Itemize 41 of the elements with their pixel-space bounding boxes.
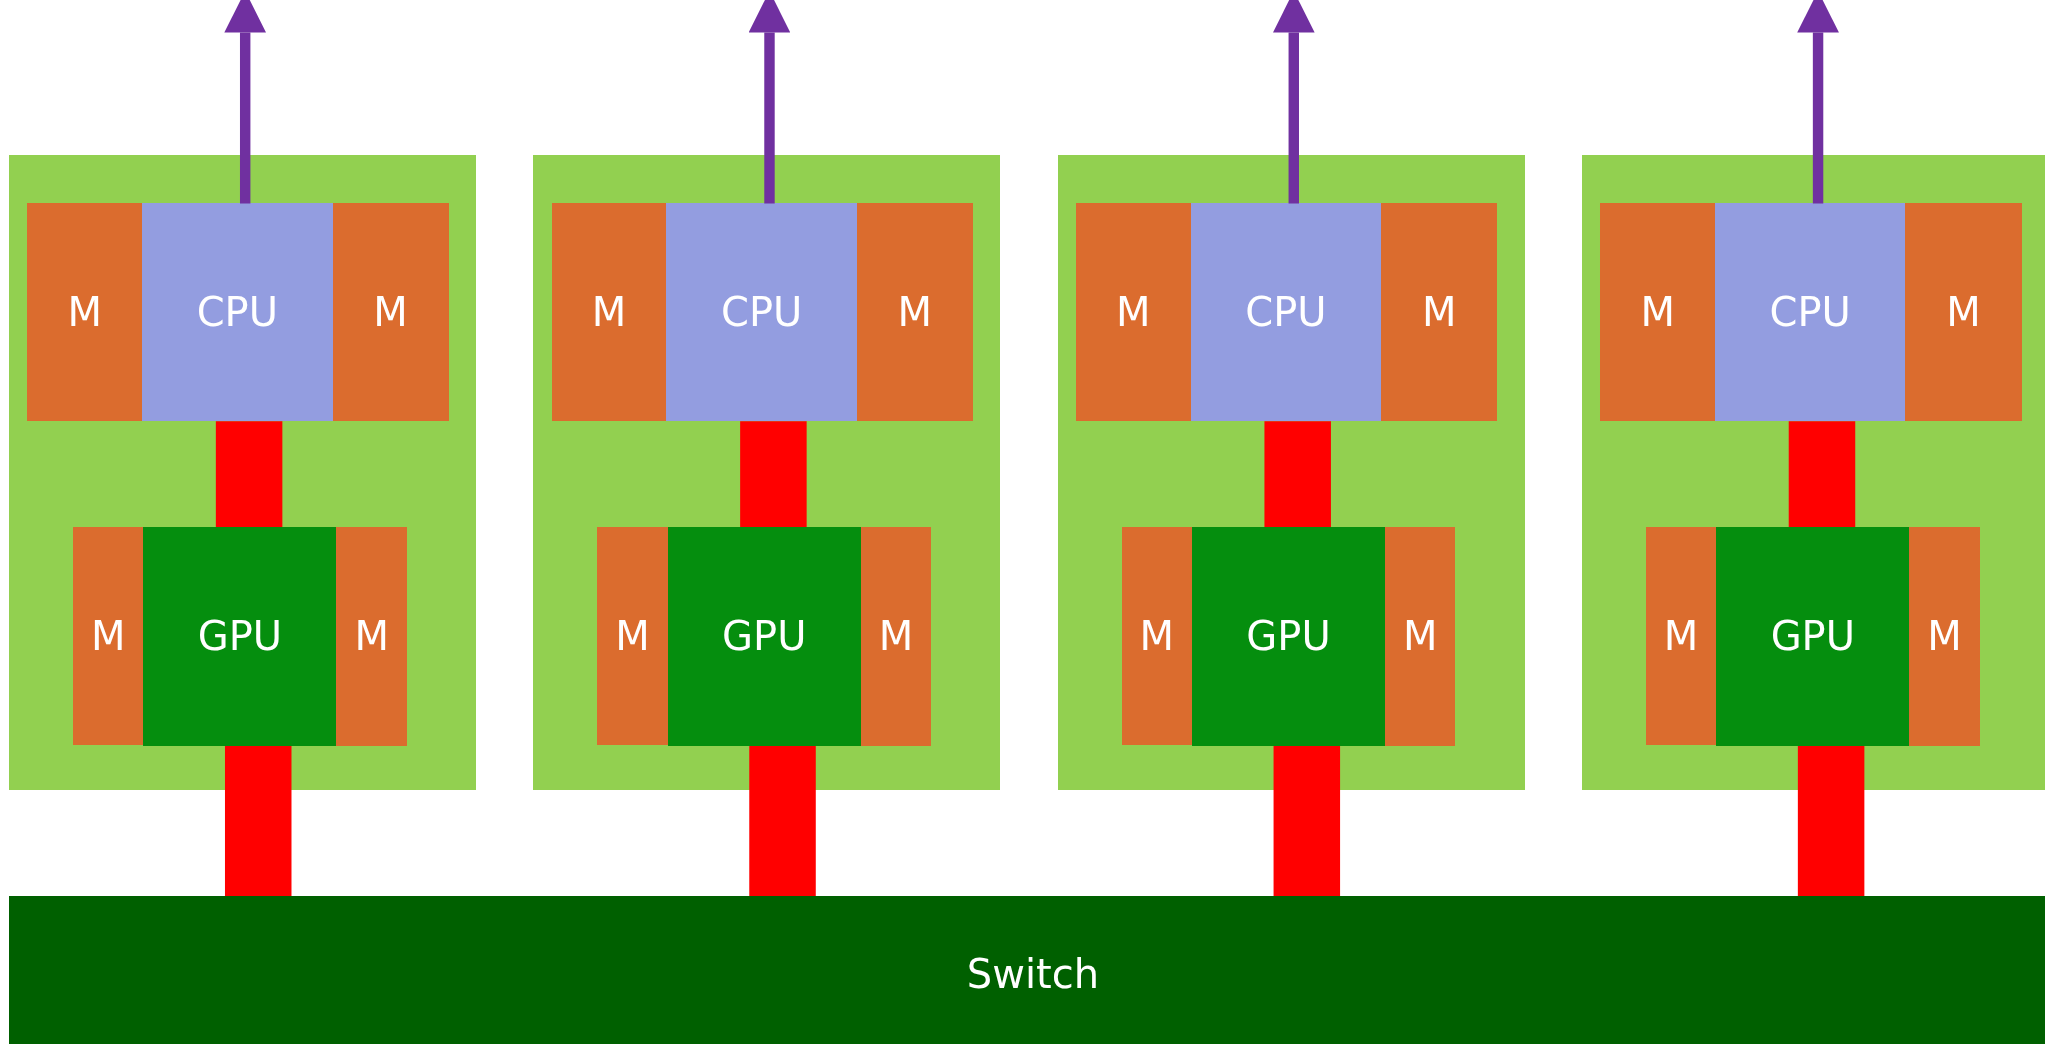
board-panel — [1057, 155, 1525, 791]
board-panel — [533, 155, 1001, 791]
cpu-block: CPU — [1715, 203, 1906, 422]
memory-block: M — [332, 203, 449, 422]
gpu-block: GPU — [1716, 526, 1910, 746]
connector-bar — [215, 421, 283, 527]
memory-block: M — [73, 526, 144, 745]
board-panel — [1582, 155, 2045, 791]
connector-bar — [1273, 746, 1341, 896]
memory-block: M — [1600, 203, 1715, 422]
connector-bar — [749, 746, 816, 896]
memory-block: M — [1905, 203, 2022, 422]
arrow — [224, 0, 267, 204]
connector-bar — [1788, 421, 1856, 527]
memory-block: M — [27, 203, 143, 422]
connector-bar — [1264, 421, 1331, 527]
memory-block: M — [597, 526, 668, 745]
cpu-block: CPU — [666, 203, 857, 422]
switch-bar: Switch — [9, 896, 2045, 1044]
memory-block: M — [1909, 526, 1980, 746]
cpu-block: CPU — [1190, 203, 1382, 422]
gpu-block: GPU — [143, 526, 337, 746]
connector-bar — [224, 746, 292, 896]
memory-block: M — [1121, 526, 1193, 745]
memory-block: M — [336, 526, 407, 746]
memory-block: M — [1075, 203, 1191, 422]
memory-block: M — [1385, 526, 1456, 746]
gpu-block: GPU — [1192, 526, 1386, 746]
arrow — [1797, 0, 1839, 204]
memory-block: M — [856, 203, 973, 422]
arrow — [1272, 0, 1315, 204]
board-panel — [9, 155, 477, 791]
memory-block: M — [551, 203, 667, 422]
arrow — [748, 0, 791, 204]
gpu-block: GPU — [667, 526, 861, 746]
memory-block: M — [860, 526, 932, 746]
memory-block: M — [1381, 203, 1498, 422]
cpu-block: CPU — [142, 203, 333, 422]
connector-bar — [1797, 746, 1865, 896]
connector-bar — [740, 421, 807, 527]
memory-block: M — [1645, 526, 1717, 745]
